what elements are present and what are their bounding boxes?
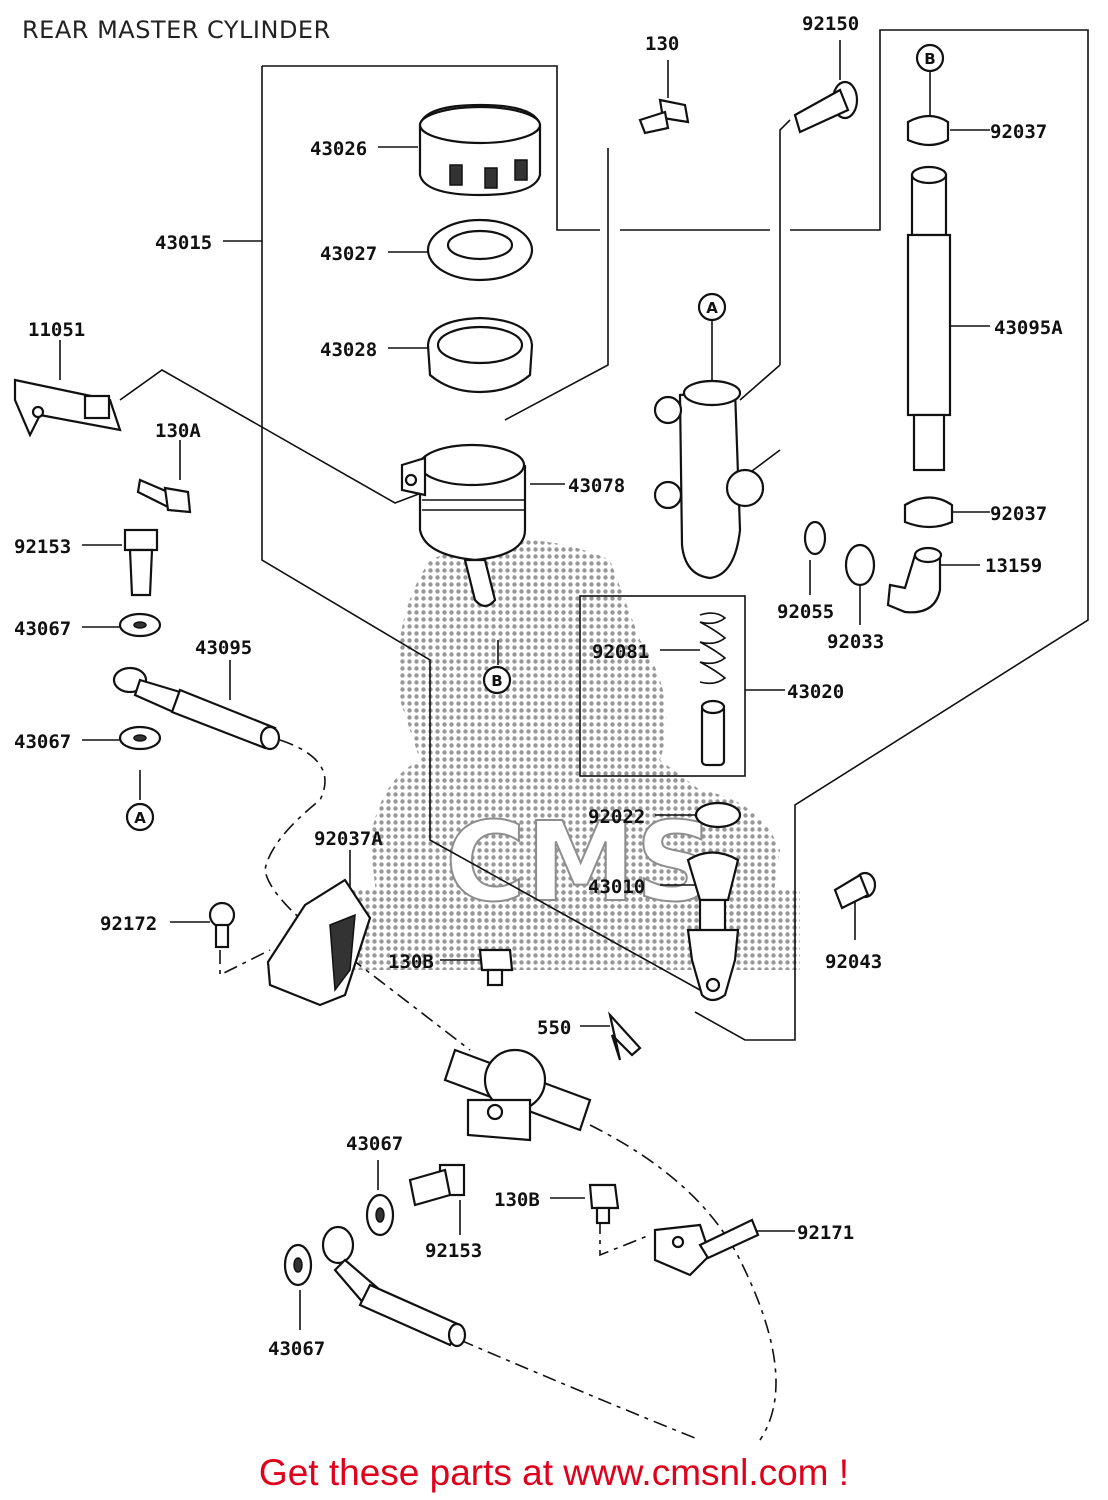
- callout-43028: 43028: [320, 339, 377, 361]
- callout-130: 130: [645, 33, 679, 55]
- callout-43015: 43015: [155, 232, 212, 254]
- callout-13159: 13159: [985, 555, 1042, 577]
- spring-92081: [699, 612, 727, 685]
- bolt-130B-bottom: [588, 1183, 620, 1225]
- callout-92043: 92043: [825, 951, 882, 973]
- hose-lower: [321, 1225, 467, 1348]
- ref-marker-b-top: B: [915, 43, 945, 73]
- circlip-92033: [844, 543, 876, 587]
- banjo-bolt-92153-bottom: [408, 1163, 466, 1207]
- bolt-130A: [136, 478, 192, 514]
- callout-43067-c: 43067: [346, 1133, 403, 1155]
- banjo-bolt-92153-top: [123, 528, 159, 597]
- callout-130B-top: 130B: [388, 951, 434, 973]
- svg-text:B: B: [491, 672, 502, 690]
- callout-92172: 92172: [100, 913, 157, 935]
- callout-92037-mid: 92037: [990, 503, 1047, 525]
- diaphragm-43028: [426, 316, 534, 394]
- screw-92172: [208, 901, 236, 949]
- cotter-pin-550: [608, 1011, 642, 1061]
- callout-43010: 43010: [588, 876, 645, 898]
- bracket-92171: [653, 1218, 760, 1277]
- o-ring-92055: [803, 520, 827, 556]
- footer-promo-text[interactable]: Get these parts at www.cmsnl.com !: [258, 1452, 850, 1493]
- piston-43020: [700, 699, 726, 767]
- svg-text:A: A: [706, 299, 718, 317]
- washer-43067-d: [283, 1243, 313, 1287]
- clamp-92037-mid: [903, 496, 954, 529]
- callout-43095A: 43095A: [994, 317, 1063, 339]
- callout-92081: 92081: [592, 641, 649, 663]
- callout-43027: 43027: [320, 243, 377, 265]
- bracket-11051: [13, 378, 122, 438]
- ref-marker-a-top: A: [697, 292, 727, 322]
- callout-550: 550: [537, 1017, 571, 1039]
- callout-92022: 92022: [588, 806, 645, 828]
- ref-marker-b-mid: B: [482, 665, 512, 695]
- clamp-92037-top: [906, 114, 950, 147]
- callout-43067-d: 43067: [268, 1338, 325, 1360]
- circlip-92022: [694, 801, 742, 829]
- callout-92033: 92033: [827, 631, 884, 653]
- callout-43078: 43078: [568, 475, 625, 497]
- callout-92150: 92150: [802, 13, 859, 35]
- bolt-130: [638, 98, 690, 135]
- hose-43095: [112, 666, 281, 751]
- washer-43067-a: [118, 612, 162, 638]
- group-frame-lines: [119, 29, 1089, 1041]
- cap-43026: [418, 103, 542, 197]
- bolt-130B-top: [478, 948, 514, 987]
- watermark-text: CMS: [445, 798, 714, 926]
- callout-labels: 130 92150 92037 43026 43015 43027 43028 …: [14, 13, 1063, 1360]
- push-rod-43010: [686, 851, 740, 1002]
- cms-watermark: CMS: [330, 540, 800, 970]
- callout-11051: 11051: [28, 319, 85, 341]
- callout-130B-bottom: 130B: [494, 1189, 540, 1211]
- diagram-title: REAR MASTER CYLINDER: [22, 16, 331, 44]
- callout-92153-top: 92153: [14, 536, 71, 558]
- guard-92037A: [266, 878, 372, 1007]
- reservoir-43078: [400, 443, 527, 608]
- leader-lines: [59, 40, 990, 1330]
- callout-92037-top: 92037: [990, 121, 1047, 143]
- washer-43067-c: [365, 1193, 395, 1237]
- callout-43067-a: 43067: [14, 618, 71, 640]
- ref-marker-a-left: A: [125, 802, 155, 832]
- hose-routing: [219, 739, 777, 1441]
- callout-92171: 92171: [797, 1222, 854, 1244]
- exploded-view: CMS: [13, 13, 1089, 1441]
- hose-43095A: [906, 165, 952, 472]
- fitting-block: [653, 379, 765, 580]
- diaphragm-plate-43027: [426, 218, 534, 282]
- callout-43026: 43026: [310, 138, 367, 160]
- callout-92055: 92055: [777, 601, 834, 623]
- callout-130A: 130A: [155, 420, 201, 442]
- callout-43020: 43020: [787, 681, 844, 703]
- callout-92037A: 92037A: [314, 828, 383, 850]
- svg-text:A: A: [134, 809, 146, 827]
- washer-43067-b: [118, 725, 162, 751]
- pin-92043: [833, 871, 877, 910]
- callout-43067-b: 43067: [14, 731, 71, 753]
- joint-13159: [886, 546, 943, 614]
- pedal-shaft: [443, 1048, 592, 1142]
- callout-43095: 43095: [195, 637, 252, 659]
- svg-text:B: B: [924, 50, 935, 68]
- callout-92153-bottom: 92153: [425, 1240, 482, 1262]
- bolt-92150: [793, 80, 859, 134]
